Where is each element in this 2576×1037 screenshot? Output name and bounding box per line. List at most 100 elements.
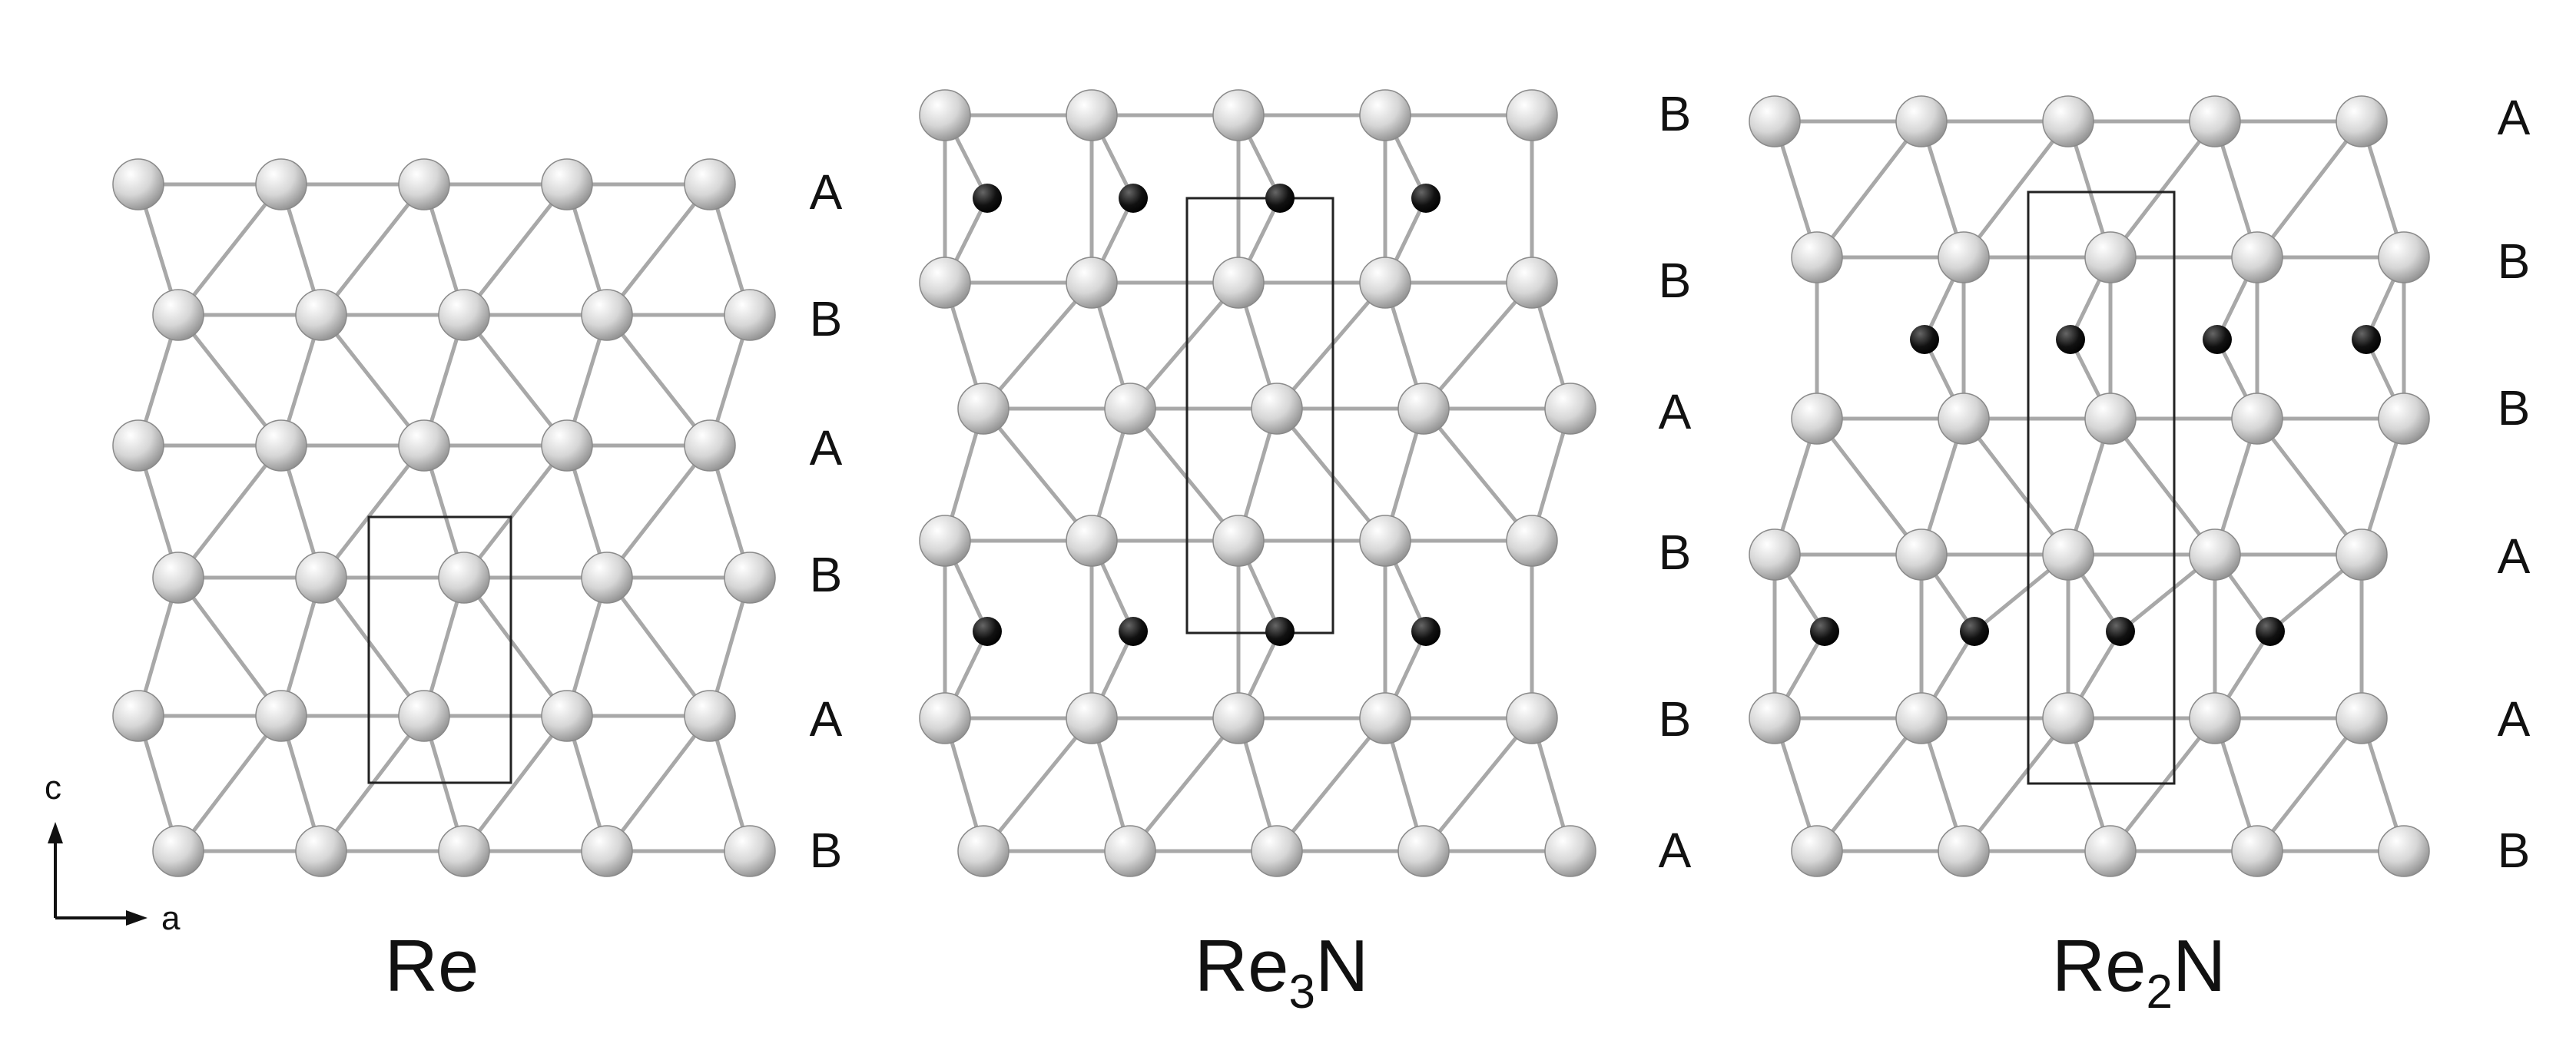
n-atom (1960, 617, 1989, 646)
re-atom (581, 825, 633, 877)
re-atom (255, 419, 307, 472)
bond (462, 575, 569, 718)
n-atom (1119, 184, 1148, 213)
stacking-label: B (1659, 691, 1692, 747)
re-atoms (112, 158, 776, 877)
bond (1128, 716, 1241, 853)
re-atom (398, 419, 450, 472)
re-atom (1066, 89, 1118, 141)
re3n-atoms (919, 89, 1596, 877)
re-atom (2189, 528, 2241, 581)
re-atom (724, 825, 776, 877)
re-atom (255, 158, 307, 210)
re-atom (398, 690, 450, 742)
re-atom (438, 289, 490, 341)
re-atom (1749, 528, 1801, 581)
re-atom (1544, 383, 1596, 435)
bond (1421, 716, 1534, 853)
re-atom (438, 825, 490, 877)
re-atom (1397, 383, 1450, 435)
panel-title: Re2N (2052, 925, 2226, 1019)
re-atom (2336, 692, 2388, 744)
n-atom (1265, 184, 1295, 213)
stacking-label: A (810, 164, 843, 220)
re-atom (2189, 95, 2241, 147)
bond (176, 714, 283, 853)
re-atom (1066, 515, 1118, 567)
bond (1275, 716, 1387, 853)
re-atom (1791, 231, 1843, 283)
re-atom (1895, 95, 1948, 147)
a-axis-label: a (161, 900, 181, 937)
panel-title: Re (385, 925, 479, 1007)
n-atom (2056, 325, 2085, 354)
re-atom (581, 552, 633, 604)
n-atom (2106, 617, 2135, 646)
bond (1421, 406, 1534, 543)
re-atom (1212, 692, 1265, 744)
re-atom (684, 419, 736, 472)
re-atom (1359, 515, 1411, 567)
re-atom (2042, 528, 2094, 581)
re-atom (541, 419, 593, 472)
re-atom (2336, 528, 2388, 581)
bond (319, 443, 426, 580)
bond (1961, 119, 2070, 260)
bond (1961, 716, 2070, 853)
bond (2255, 119, 2364, 260)
re-atom (541, 690, 593, 742)
stacking-label: A (2498, 528, 2531, 584)
bond (2255, 716, 2364, 853)
bond (605, 575, 712, 718)
re-atom (2336, 95, 2388, 147)
re-atom (541, 158, 593, 210)
bond (1128, 280, 1241, 411)
re-atom (1506, 515, 1558, 567)
n-atom (1411, 617, 1441, 646)
panel-re3n: B B A B B A Re3N (919, 86, 1692, 1019)
bond (462, 443, 569, 580)
re-atom (919, 89, 971, 141)
re-atom (684, 690, 736, 742)
re-atom (919, 692, 971, 744)
panel-re2n: A B B A A B Re2N (1749, 90, 2531, 1019)
re-atom (152, 289, 204, 341)
re-atom (2378, 393, 2430, 445)
re-atom (1938, 231, 1990, 283)
bond (1815, 416, 1924, 557)
stacking-label: B (1659, 525, 1692, 580)
re-atom (1359, 257, 1411, 309)
stacking-label: B (810, 547, 843, 602)
re-atom (2378, 825, 2430, 877)
bond (319, 182, 426, 317)
stacking-label: B (2498, 823, 2531, 878)
bond (1815, 119, 1924, 260)
n-atom (2352, 325, 2381, 354)
re-atom (1251, 825, 1303, 877)
re-atom (152, 825, 204, 877)
re-atom (1397, 825, 1450, 877)
a-axis-arrowhead (126, 910, 148, 926)
re-atom (1359, 89, 1411, 141)
stacking-label: B (810, 291, 843, 346)
bond (176, 182, 283, 317)
re-atom (152, 552, 204, 604)
re-atom (112, 158, 164, 210)
n-atom (973, 184, 1002, 213)
stacking-label: A (2498, 691, 2531, 747)
stacking-label: A (810, 691, 843, 747)
bond (462, 313, 569, 448)
bond (2108, 119, 2217, 260)
bond (1128, 406, 1241, 543)
re-atom (1506, 257, 1558, 309)
bond (605, 443, 712, 580)
re-atom (1104, 383, 1156, 435)
re-atom (957, 383, 1010, 435)
re-atom (1104, 825, 1156, 877)
re-atom (2231, 231, 2283, 283)
re-atom (1791, 825, 1843, 877)
re-atom (1749, 692, 1801, 744)
unit-cell (2027, 191, 2176, 785)
re3n-bonds (943, 113, 1573, 853)
